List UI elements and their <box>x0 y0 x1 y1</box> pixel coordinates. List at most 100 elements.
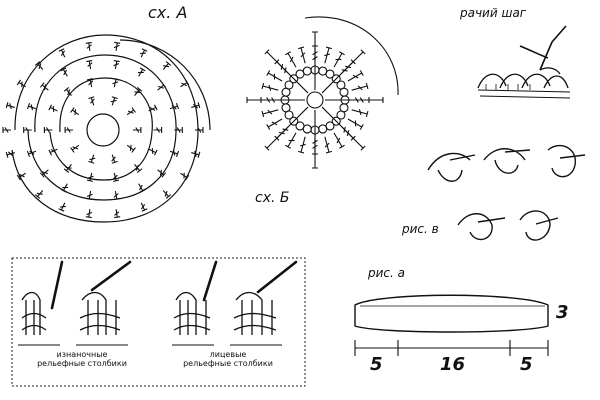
stitch-symbol <box>58 48 66 58</box>
stitch-symbol <box>148 104 158 112</box>
petal-loop <box>281 103 291 113</box>
stitch-symbol <box>324 136 333 154</box>
stitch-symbol <box>113 60 120 70</box>
stitch-symbol <box>16 172 26 181</box>
stitch-symbol <box>113 41 121 51</box>
stitch-symbol <box>351 82 369 91</box>
stitch-symbol <box>86 78 94 88</box>
purl-relief-caption: изнаночные рельефные столбики <box>22 350 142 368</box>
stitch-symbol <box>333 132 345 149</box>
stitch-symbol <box>285 51 297 68</box>
stitch-symbol <box>180 172 190 181</box>
stitch-symbol <box>347 118 364 130</box>
stitch-symbol <box>261 109 279 118</box>
petal-loop <box>289 74 299 84</box>
petal-loop <box>339 87 349 97</box>
dimension-left: 5 <box>370 354 383 375</box>
dimension-right: 5 <box>520 354 533 375</box>
stitch-symbol <box>70 144 80 153</box>
stitch-symbol <box>26 103 37 111</box>
stitch-symbol <box>260 97 277 103</box>
stitch-symbol <box>180 79 190 88</box>
stitch-symbol <box>112 78 120 88</box>
stitch-symbol <box>26 150 37 157</box>
stitch-symbol <box>333 51 345 68</box>
stitch-symbol <box>162 61 172 70</box>
purl-relief-line2: рельефные столбики <box>37 359 127 368</box>
petal-loop <box>331 74 341 84</box>
stitch-symbol <box>312 138 318 155</box>
stitch-symbol <box>60 67 68 77</box>
stitch-symbol <box>58 202 66 212</box>
stitch-symbol <box>86 60 93 70</box>
stitch-symbol <box>285 132 297 149</box>
purl-relief-line1: изнаночные <box>56 350 108 359</box>
petal-loop <box>331 116 341 126</box>
stitch-symbol <box>347 70 364 82</box>
fig-v-title: рис. в <box>402 222 439 236</box>
dimension-height: 3 <box>556 302 569 323</box>
stitch-symbol <box>169 103 180 110</box>
stitch-symbol <box>266 118 283 130</box>
petal-loop <box>284 80 294 90</box>
stitch-symbol <box>153 127 163 133</box>
outer-arc <box>304 16 399 96</box>
stitch-symbol <box>88 96 95 106</box>
stitch-symbol <box>112 172 120 182</box>
relief-frame <box>11 257 306 387</box>
stitch-symbol <box>110 96 118 106</box>
stitch-symbol <box>174 127 183 133</box>
stitch-symbol <box>23 127 32 133</box>
stitch-symbol <box>63 164 72 173</box>
petal-loop <box>318 124 328 134</box>
scheme-a-stitches <box>2 41 204 219</box>
stitch-symbol <box>341 126 356 141</box>
stitch-symbol <box>191 102 201 109</box>
stitch-symbol <box>64 127 74 133</box>
stitch-symbol <box>157 82 167 91</box>
stitch-symbol <box>341 59 356 74</box>
spiral-line <box>27 54 177 201</box>
back-loop-illustration <box>477 25 571 99</box>
petal-loop <box>289 116 299 126</box>
stitch-symbol <box>266 70 283 82</box>
stitch-symbol <box>126 144 136 153</box>
stitch-symbol <box>261 82 279 91</box>
spiral-line <box>86 113 120 147</box>
stitch-symbol <box>140 202 148 212</box>
dimension-middle: 16 <box>440 354 466 375</box>
spiral-line <box>49 77 153 181</box>
stitch-symbol <box>324 46 333 64</box>
stitch-symbol <box>351 109 369 118</box>
stitch-symbol <box>195 127 204 133</box>
petal-loop <box>336 110 346 120</box>
stitch-symbol <box>140 48 148 58</box>
stitch-symbol <box>86 172 94 182</box>
stitch-symbol <box>2 127 11 133</box>
fig-a-shape <box>354 294 549 333</box>
stitch-symbol <box>5 102 15 110</box>
stitch-symbol <box>63 87 72 96</box>
scheme-b-title: сх. Б <box>255 190 290 206</box>
petal-loop <box>302 66 312 76</box>
fig-v-illustrations <box>427 145 586 241</box>
stitch-symbol <box>113 190 120 200</box>
stitch-symbol <box>138 183 146 193</box>
stitch-symbol <box>85 41 92 51</box>
scheme-b-motif <box>304 16 399 109</box>
stitch-symbol <box>274 126 289 141</box>
stitch-symbol <box>85 209 93 219</box>
stitch-symbol <box>126 107 136 116</box>
spiral-line <box>119 39 211 131</box>
stitch-symbol <box>114 209 121 219</box>
stitch-symbol <box>162 190 172 199</box>
stitch-symbol <box>39 82 49 91</box>
scheme-b-stitches <box>246 31 384 169</box>
stitch-symbol <box>48 148 58 156</box>
relief-stitches-illustration <box>11 257 306 387</box>
stitch-symbol <box>43 127 53 133</box>
stitch-symbol <box>39 169 49 178</box>
fig-a-title: рис. а <box>368 266 405 280</box>
stitch-symbol <box>48 104 58 112</box>
